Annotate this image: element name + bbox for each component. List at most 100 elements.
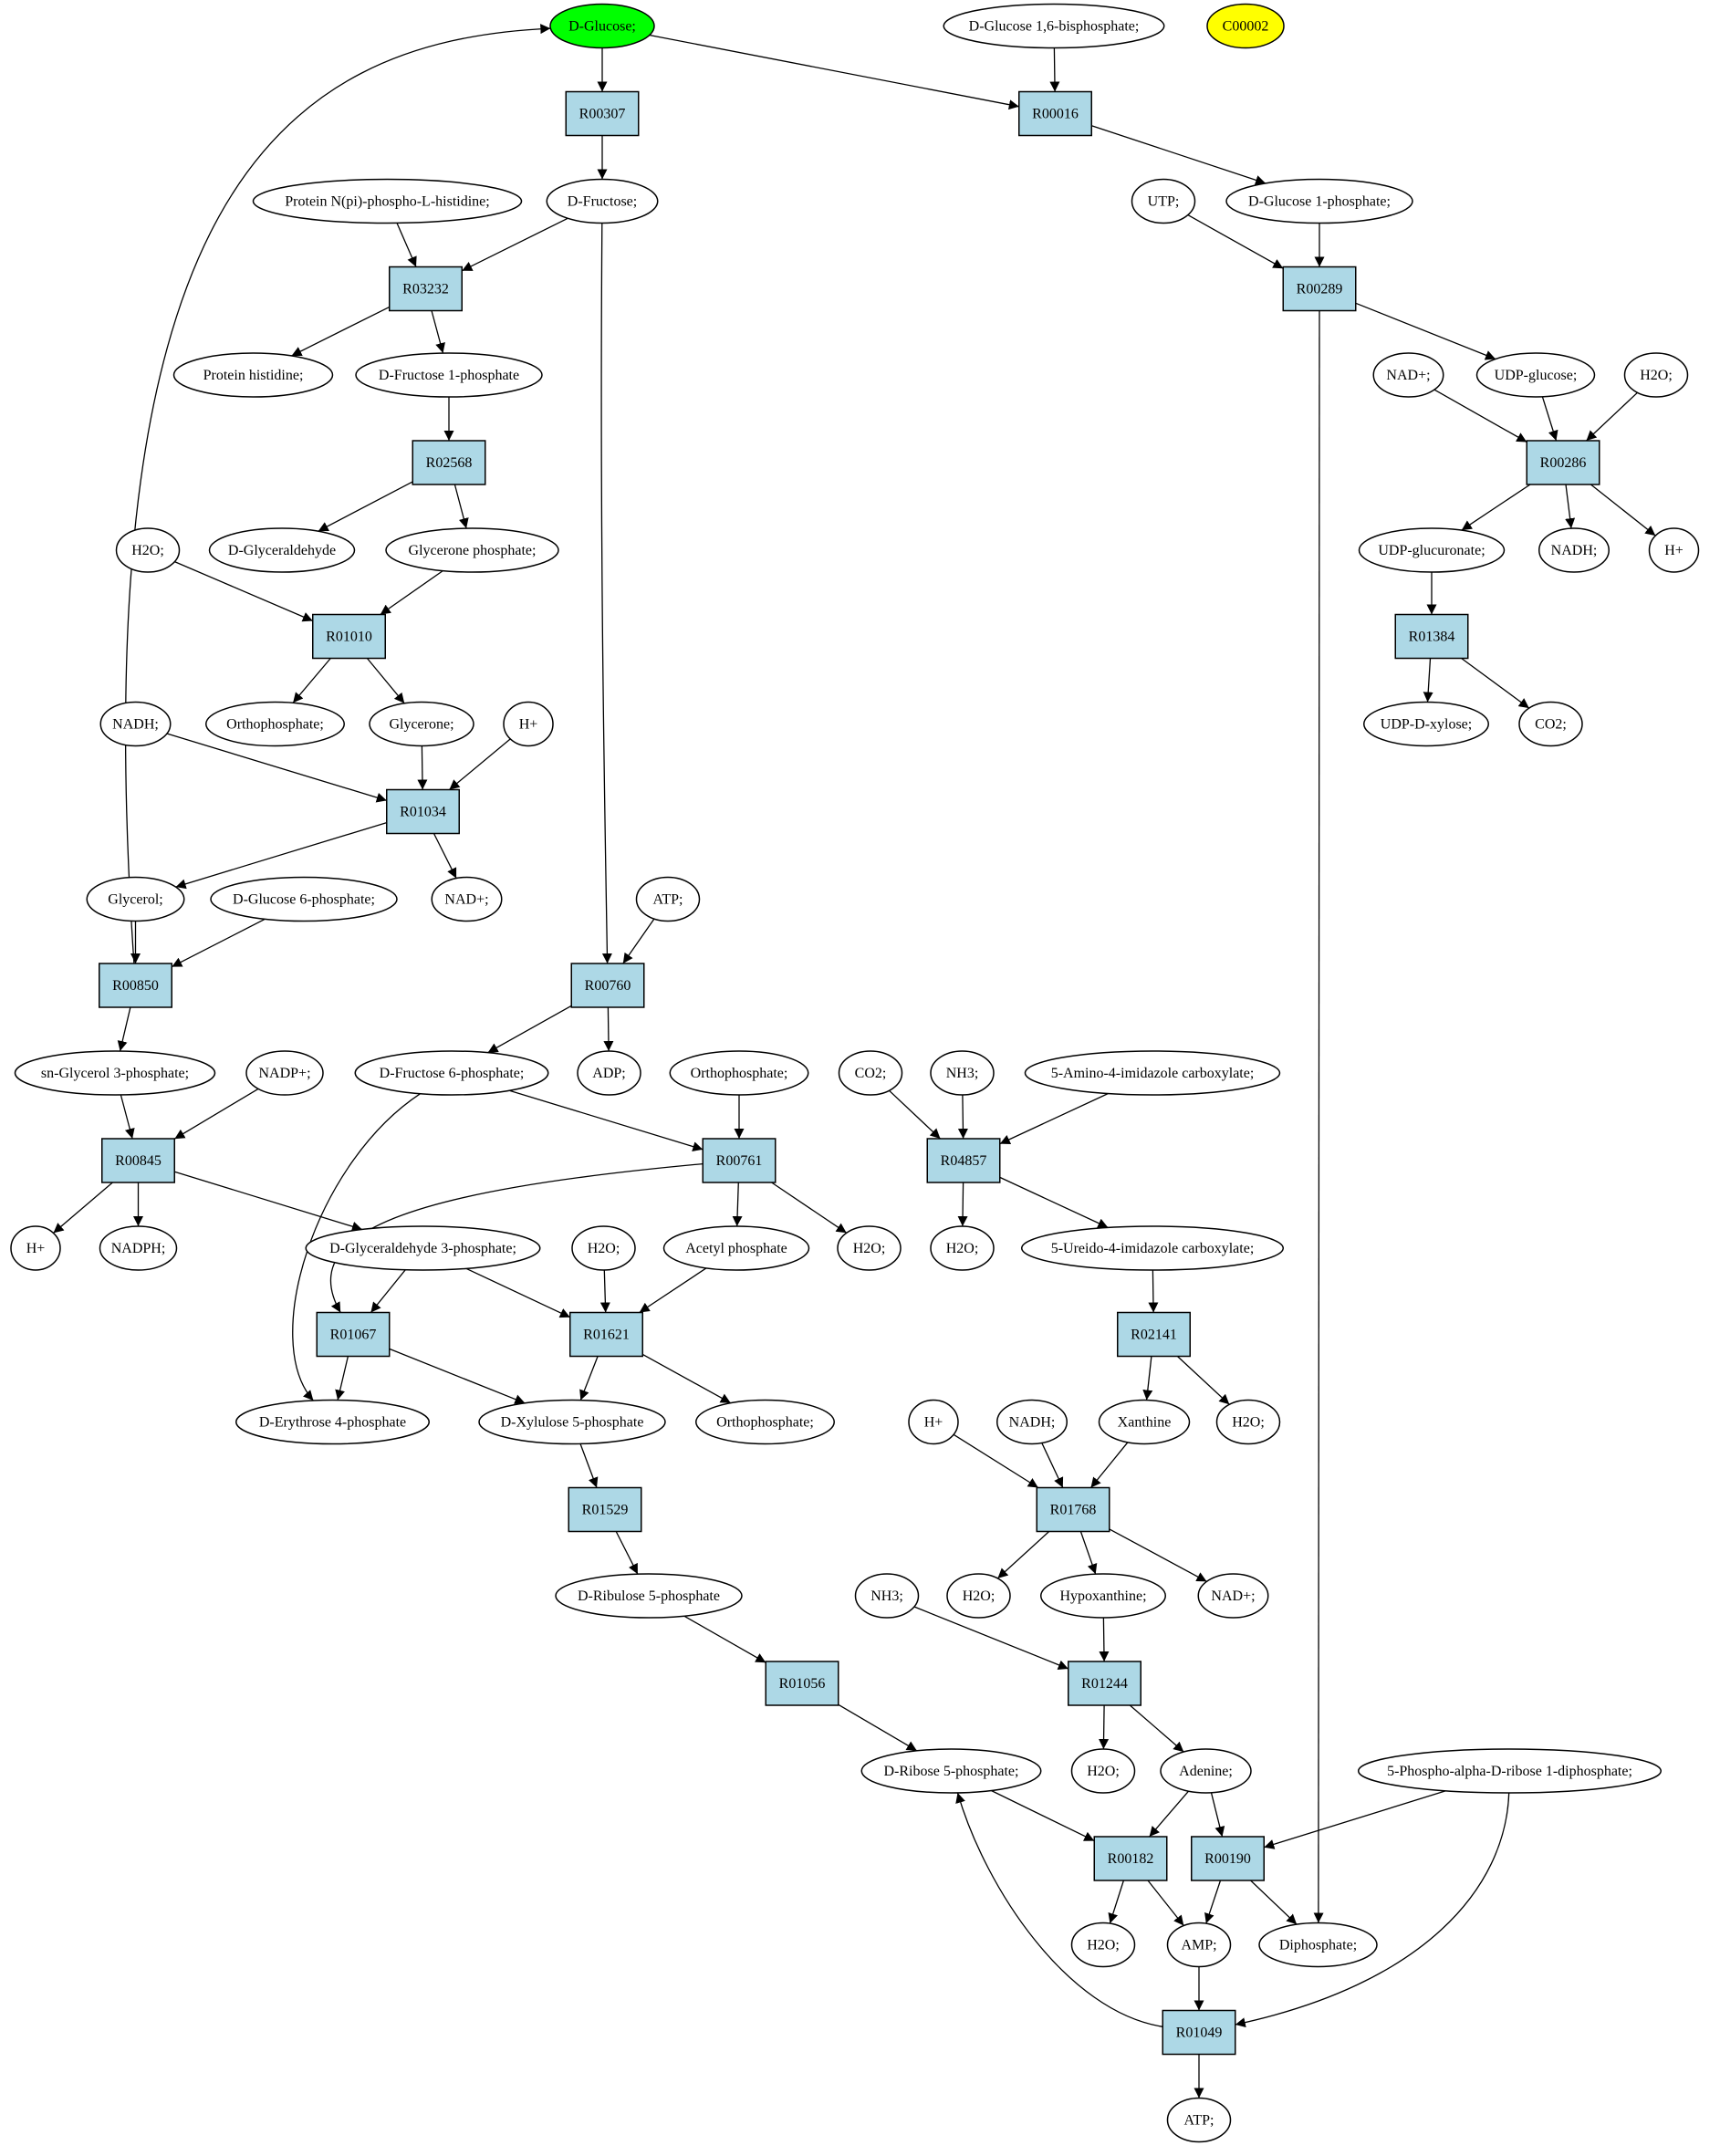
metabolite-ellipse — [1258, 1922, 1378, 1968]
node-label: D-Xylulose 5-phosphate — [501, 1415, 644, 1431]
reaction-node-r00182: R00182 — [1093, 1836, 1168, 1881]
reaction-box — [1068, 1661, 1141, 1706]
edge-ade-to-r00182 — [1149, 1790, 1189, 1838]
edge-r02141-to-h2o_f — [1176, 1356, 1230, 1405]
metabolite-ellipse — [930, 1225, 995, 1271]
metabolite-node-nh3_b: NH3; — [854, 1573, 920, 1619]
node-label: R00182 — [1108, 1851, 1154, 1867]
edge-path — [1176, 1356, 1230, 1405]
edge-path — [462, 217, 568, 272]
node-label: R00289 — [1297, 282, 1343, 297]
edge-path — [433, 833, 457, 879]
edge-path — [649, 34, 1019, 110]
edge-path — [1149, 1790, 1189, 1838]
node-layer: D-Glucose;D-Glucose 1,6-bisphosphate;C00… — [10, 3, 1700, 2143]
edge-path — [1313, 310, 1324, 1923]
metabolite-ellipse — [1160, 1748, 1252, 1794]
edge-path — [579, 1356, 599, 1401]
node-label: NH3; — [946, 1066, 979, 1081]
node-label: D-Glyceraldehyde 3-phosphate; — [329, 1241, 516, 1256]
edge-ade-to-r00190 — [1210, 1792, 1225, 1838]
metabolite-ellipse — [1372, 352, 1444, 398]
node-label: Protein N(pi)-phospho-L-histidine; — [285, 194, 489, 210]
node-label: R00190 — [1204, 1851, 1251, 1867]
edge-h_b-to-r01034 — [448, 738, 511, 790]
edge-protNph-to-r03232 — [396, 223, 417, 267]
node-label: ADP; — [592, 1066, 625, 1081]
node-label: H2O; — [1087, 1764, 1120, 1779]
node-label: ATP; — [653, 892, 683, 908]
reaction-box — [565, 90, 640, 137]
edge-fru-to-r03232 — [462, 217, 568, 272]
metabolite-node-adp: ADP; — [577, 1050, 641, 1096]
node-label: ATP; — [1184, 2113, 1214, 2129]
metabolite-ellipse — [305, 1225, 541, 1271]
edge-r01067-to-e4p — [335, 1356, 349, 1401]
node-label: NADH; — [1551, 543, 1598, 558]
metabolite-ellipse — [1166, 1922, 1232, 1968]
edge-r03232-to-prothis — [291, 306, 391, 357]
node-label: R00845 — [115, 1153, 162, 1169]
edge-h_d-to-r01768 — [953, 1433, 1039, 1489]
metabolite-node-atp_a: ATP; — [635, 876, 701, 922]
metabolite-ellipse — [837, 1225, 902, 1271]
metabolite-ellipse — [1166, 2097, 1232, 2143]
edge-path — [999, 1092, 1109, 1145]
reaction-node-r01049: R01049 — [1162, 2009, 1236, 2056]
metabolite-ellipse — [86, 876, 185, 922]
edge-h2o_c-to-r01621 — [599, 1269, 610, 1313]
edge-path — [53, 1182, 113, 1234]
reaction-box — [765, 1661, 839, 1706]
edge-r02568-to-dglyald — [318, 481, 413, 532]
node-label: D-Fructose; — [568, 194, 637, 210]
edge-r03232-to-f1p — [431, 310, 445, 354]
metabolite-node-utp: UTP; — [1131, 178, 1196, 224]
edge-path — [1590, 484, 1656, 536]
metabolite-ellipse — [172, 352, 334, 398]
metabolite-node-udpglcu: UDP-glucuronate; — [1358, 527, 1506, 573]
metabolite-ellipse — [14, 1050, 216, 1096]
edge-utp-to-r00289 — [1187, 214, 1284, 269]
edge-path — [622, 918, 655, 964]
edge-path — [453, 484, 469, 529]
node-label: H+ — [26, 1241, 46, 1256]
edge-h2o_a-to-r00286 — [1586, 391, 1638, 442]
node-label: D-Glyceraldehyde — [228, 543, 336, 558]
node-label: H2O; — [946, 1241, 979, 1256]
node-label: Orthophosphate; — [226, 717, 324, 733]
edge-r02568-to-glycp — [453, 484, 469, 529]
metabolite-node-ru5p: D-Ribulose 5-phosphate — [555, 1573, 743, 1619]
metabolite-ellipse — [555, 1573, 743, 1619]
edge-path — [172, 918, 266, 968]
edge-r00286-to-udpglcu — [1461, 484, 1531, 531]
metabolite-ellipse — [1648, 527, 1700, 573]
edge-gap-to-r01067 — [370, 1269, 406, 1313]
edge-r00760-to-adp — [603, 1006, 614, 1052]
metabolite-ellipse — [946, 1573, 1011, 1619]
metabolite-ellipse — [478, 1399, 666, 1445]
edge-r00182-to-amp — [1147, 1880, 1184, 1926]
reaction-node-r01056: R01056 — [765, 1661, 839, 1706]
metabolite-node-acp: Acetyl phosphate — [662, 1225, 810, 1271]
node-label: NADPH; — [111, 1241, 166, 1256]
edge-r01034-to-glycerol — [175, 821, 387, 890]
metabolite-ellipse — [1623, 352, 1689, 398]
edge-r01049-to-r5p — [955, 1792, 1163, 2027]
edge-path — [991, 1789, 1095, 1842]
metabolite-ellipse — [1098, 1399, 1191, 1445]
node-label: R00307 — [579, 107, 626, 122]
metabolite-node-prpp: 5-Phospho-alpha-D-ribose 1-diphosphate; — [1358, 1748, 1662, 1794]
edge-path — [641, 1353, 732, 1404]
edge-r01768-to-nad_c — [1109, 1528, 1207, 1582]
edge-path — [431, 310, 445, 354]
metabolite-node-udpglc: UDP-glucose; — [1475, 352, 1596, 398]
edge-r00850-to-g3p — [117, 1006, 131, 1052]
reaction-node-r00850: R00850 — [99, 963, 172, 1008]
node-label: R01049 — [1176, 2026, 1223, 2041]
metabolite-node-atp_b: ATP; — [1166, 2097, 1232, 2143]
reaction-box — [316, 1311, 391, 1358]
reaction-node-r00286: R00286 — [1526, 440, 1600, 485]
node-label: R04857 — [941, 1153, 987, 1169]
edge-path — [1147, 1880, 1184, 1926]
node-label: H+ — [1664, 543, 1684, 558]
